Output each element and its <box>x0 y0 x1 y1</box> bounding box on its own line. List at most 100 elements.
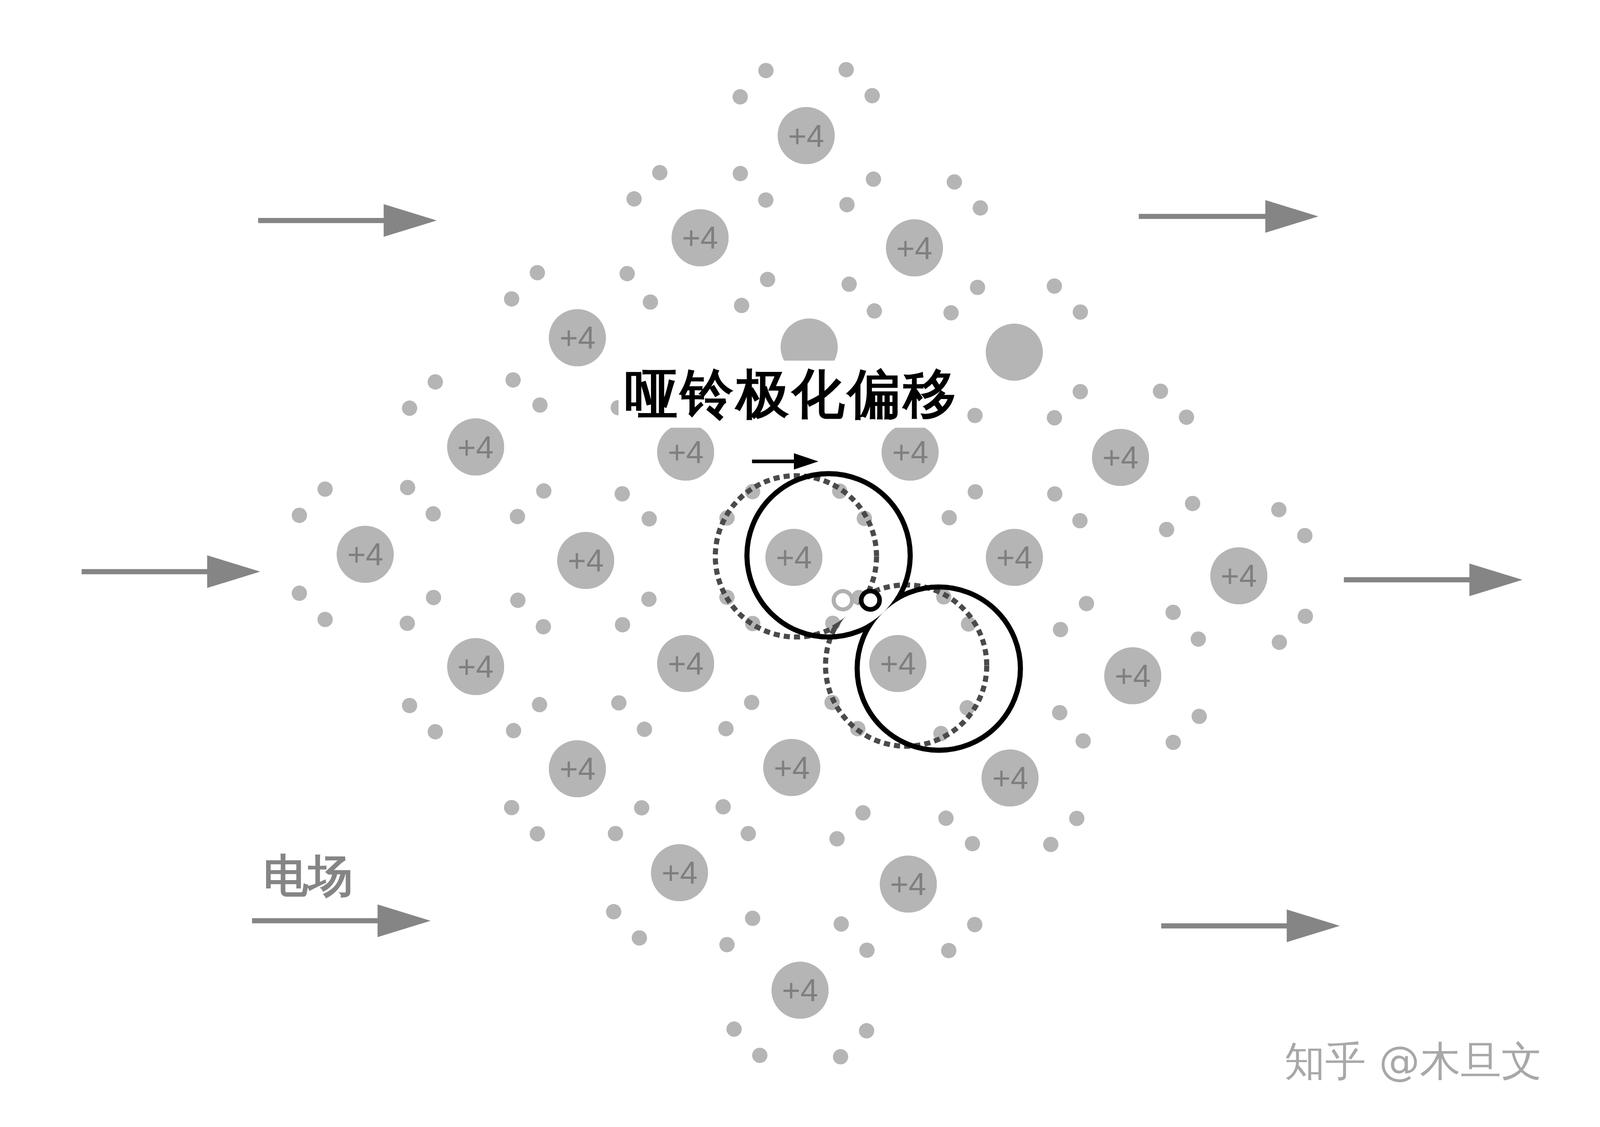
electron-dot <box>946 174 963 190</box>
field-arrow-shaft <box>258 217 386 224</box>
charge-label: +4 <box>336 525 394 583</box>
charge-label: +4 <box>657 634 715 692</box>
electron-dot <box>1271 634 1288 650</box>
electron-dot <box>1152 383 1169 399</box>
electron-dot <box>531 696 548 712</box>
atom-core: +4 <box>881 423 939 481</box>
atom-core: +4 <box>869 634 927 692</box>
electron-dot <box>605 903 622 920</box>
electron-dot <box>760 271 776 288</box>
field-arrow-head <box>1265 199 1319 233</box>
atom-core: +4 <box>336 525 394 583</box>
charge-label: +4 <box>1091 428 1149 486</box>
charge-label: +4 <box>548 739 606 797</box>
field-arrow-shaft <box>1161 923 1289 929</box>
atom-disc <box>650 843 708 901</box>
electron-dot <box>505 722 522 739</box>
electron-dot <box>733 297 750 313</box>
electron-dot <box>427 373 444 390</box>
field-arrow-head <box>377 903 431 937</box>
electron-dot <box>941 509 957 526</box>
atom-disc <box>447 637 505 695</box>
atom-core: +4 <box>657 634 715 692</box>
atom-core: +4 <box>447 637 505 695</box>
atom-core: +4 <box>1210 547 1268 605</box>
electron-dot <box>841 276 857 292</box>
atom-core: +4 <box>1104 647 1162 704</box>
electron-dot <box>732 165 748 182</box>
electron-dot <box>864 88 880 104</box>
charge-label: +4 <box>763 738 821 796</box>
electron-dot <box>744 910 761 926</box>
charge-label: +4 <box>447 637 505 695</box>
electron-dot <box>832 1048 849 1064</box>
atom-disc <box>548 309 606 367</box>
electron-dot <box>967 407 983 424</box>
electron-dot <box>855 804 871 821</box>
electron-dot <box>631 929 648 946</box>
charge-label: +4 <box>981 749 1039 807</box>
electron-dot <box>1271 501 1287 518</box>
atom-core: +4 <box>777 106 835 164</box>
atom-core: +4 <box>981 749 1039 807</box>
atom-core: +4 <box>985 528 1043 586</box>
electron-dot <box>1184 495 1201 512</box>
watermark: 知乎 @木旦文 <box>1278 1034 1549 1088</box>
dumbbell-lobe <box>715 475 877 637</box>
electron-dot <box>1165 734 1181 750</box>
electron-dot <box>752 1047 768 1063</box>
charge-label: +4 <box>671 209 729 267</box>
electron-dot <box>505 372 521 388</box>
field-arrow-head <box>207 554 261 588</box>
electron-dot <box>866 303 882 319</box>
electron-dot <box>972 200 989 216</box>
dumbbell-lobe <box>746 473 911 637</box>
electron-dots <box>291 61 1314 1064</box>
charge-label: +4 <box>557 531 615 589</box>
electron-dot <box>504 291 520 307</box>
atom-core: +4 <box>557 531 615 589</box>
electron-dot <box>642 294 658 310</box>
atom-core: +4 <box>879 855 937 913</box>
electron-dot <box>1159 521 1175 537</box>
charge-label: +4 <box>657 423 715 481</box>
electron-dot <box>839 196 855 213</box>
electron-dot <box>1047 486 1063 502</box>
electron-dot <box>615 616 631 633</box>
charge-label: +4 <box>771 961 829 1019</box>
electron-dot <box>504 799 520 815</box>
electron-dot <box>718 720 734 736</box>
atom-disc <box>447 418 505 476</box>
electron-dot <box>1165 604 1181 620</box>
electron-dot <box>964 835 981 851</box>
electron-dot <box>291 585 308 601</box>
electron-dot <box>740 825 757 842</box>
electron-dot <box>641 511 658 527</box>
atom-core: +4 <box>765 528 823 586</box>
charge-label: +4 <box>869 634 927 692</box>
electron-dot <box>1043 836 1059 852</box>
electron-dot <box>726 1020 742 1037</box>
electron-dot <box>1178 409 1195 425</box>
atom-core: +4 <box>447 418 505 476</box>
electron-dot <box>1052 621 1069 637</box>
electron-dot <box>743 694 760 710</box>
field-arrow-head <box>1469 563 1523 596</box>
atom-core: +4 <box>657 423 715 481</box>
electron-dot <box>529 264 545 281</box>
electron-dot <box>941 942 957 958</box>
atom-disc <box>885 219 943 277</box>
electron-dot <box>838 61 854 78</box>
electron-dot <box>1072 512 1088 529</box>
charge-label: +4 <box>879 855 937 913</box>
electron-dot <box>1072 304 1088 320</box>
electron-dot <box>425 589 441 605</box>
electron-dot <box>529 825 545 842</box>
charge-label: +4 <box>777 106 835 164</box>
atom-core: +4 <box>885 219 943 277</box>
old-center <box>833 590 853 610</box>
atom-disc <box>881 423 939 481</box>
figure-title: 哑铃极化偏移 <box>618 360 965 428</box>
atom-core: +4 <box>548 739 606 797</box>
